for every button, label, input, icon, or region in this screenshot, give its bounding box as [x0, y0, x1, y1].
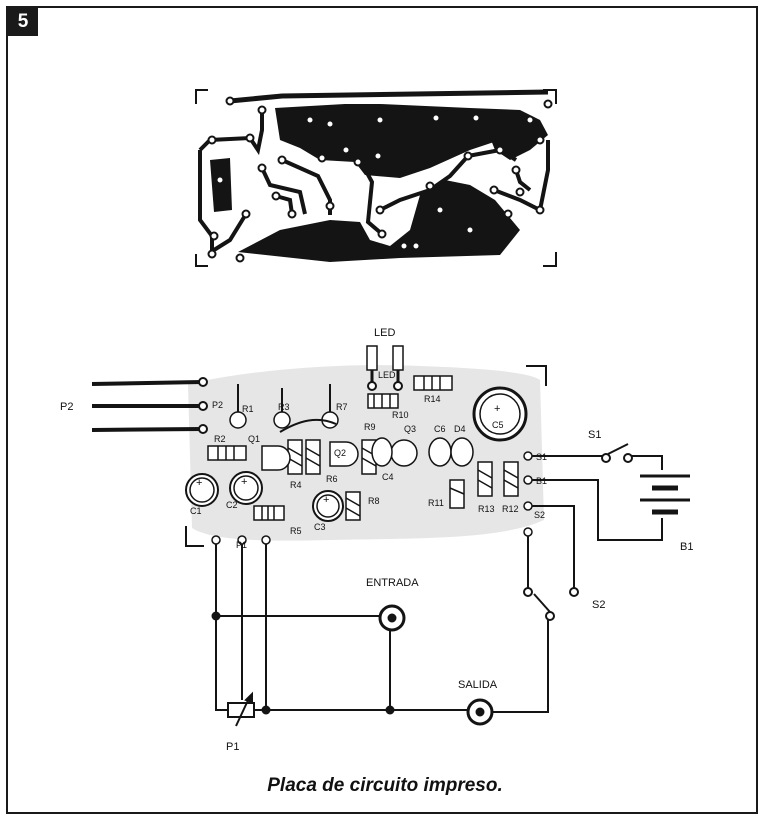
label-c5: C5	[492, 420, 504, 430]
label-r3: R3	[278, 402, 290, 412]
figure-caption: Placa de circuito impreso.	[267, 775, 503, 796]
label-q1: Q1	[248, 434, 260, 444]
label-r2: R2	[214, 434, 226, 444]
potentiometer-p1	[227, 691, 255, 727]
label-q3: Q3	[404, 424, 416, 434]
figure-frame	[6, 6, 758, 814]
board-pads	[211, 411, 533, 545]
label-led-top: LED	[374, 327, 395, 339]
label-r10: R10	[392, 410, 409, 420]
pcb-pads	[207, 96, 553, 263]
pcb-copper-layout	[195, 89, 557, 267]
label-r4: R4	[290, 480, 302, 490]
switch-s2	[523, 587, 579, 621]
label-c2: C2	[226, 500, 238, 510]
jack-salida	[466, 698, 494, 726]
label-entrada: ENTRADA	[366, 577, 419, 589]
label-c3: C3	[314, 522, 326, 532]
label-r8: R8	[368, 496, 380, 506]
label-r14: R14	[424, 394, 441, 404]
label-r9: R9	[364, 422, 376, 432]
label-r5: R5	[290, 526, 302, 536]
jack-entrada	[378, 604, 406, 632]
label-r11: R11	[428, 498, 444, 508]
label-p1-pot: P1	[226, 741, 239, 753]
svg-text:+: +	[241, 476, 247, 488]
label-salida: SALIDA	[458, 679, 498, 691]
resistor-bands	[217, 376, 519, 520]
label-s2-switch: S2	[592, 599, 605, 611]
label-c4: C4	[382, 472, 394, 482]
label-led-board: LED	[378, 370, 396, 380]
label-r12: R12	[502, 504, 519, 514]
label-p1-pad: P1	[236, 540, 247, 550]
figure-number-badge: 5	[8, 8, 38, 36]
switch-s1	[601, 443, 633, 463]
label-d4: D4	[454, 424, 466, 434]
label-s1-pad: S1	[536, 452, 547, 462]
svg-text:+: +	[196, 477, 202, 489]
label-q2: Q2	[334, 448, 346, 458]
led-component	[366, 345, 404, 391]
label-r13: R13	[478, 504, 495, 514]
junctions	[211, 611, 395, 715]
label-s2-pad: S2	[534, 510, 545, 520]
svg-text:+: +	[323, 494, 329, 506]
capacitors: + + + +	[185, 386, 528, 522]
label-r6: R6	[326, 474, 338, 484]
label-c6: C6	[434, 424, 446, 434]
label-p2-board: P2	[212, 400, 223, 410]
label-p2-left: P2	[60, 401, 73, 413]
svg-text:+: +	[494, 403, 500, 415]
external-wiring	[215, 455, 690, 713]
p2-leads	[91, 377, 208, 434]
label-r7: R7	[336, 402, 348, 412]
label-s1-switch: S1	[588, 429, 601, 441]
board-leads	[237, 384, 337, 433]
label-c1: C1	[190, 506, 202, 516]
transistors	[261, 437, 474, 471]
label-b1-pad: B1	[536, 476, 547, 486]
label-b1-battery: B1	[680, 541, 693, 553]
label-r1: R1	[242, 404, 254, 414]
